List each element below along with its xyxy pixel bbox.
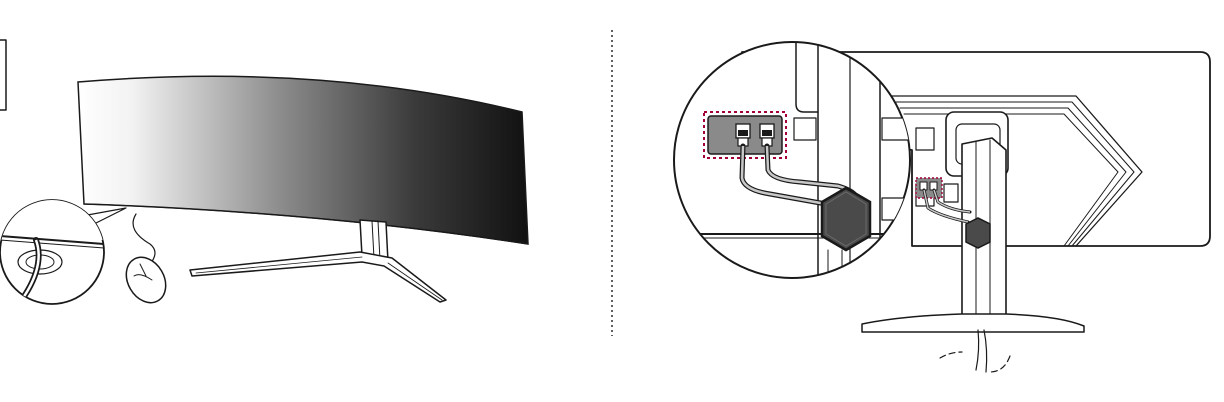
back-vent-slot: [915, 127, 935, 151]
usb-port-icon: [735, 123, 751, 147]
usb-port-icon: [759, 123, 775, 147]
front-zoom-inset: [0, 199, 105, 305]
screen-bezel-bottom: [83, 203, 529, 245]
monitor-stand-front: [189, 219, 447, 303]
back-vent-slot: [943, 183, 959, 203]
mouse-icon: [125, 213, 167, 304]
front-view-panel: [0, 39, 529, 305]
cable-holder-icon: [965, 217, 991, 249]
rear-zoom-inset: [673, 41, 911, 279]
curved-monitor-screen: [77, 75, 529, 245]
cable-holder-icon: [820, 186, 872, 252]
rear-view-panel: [673, 41, 1211, 373]
cropped-edge: [0, 39, 7, 111]
